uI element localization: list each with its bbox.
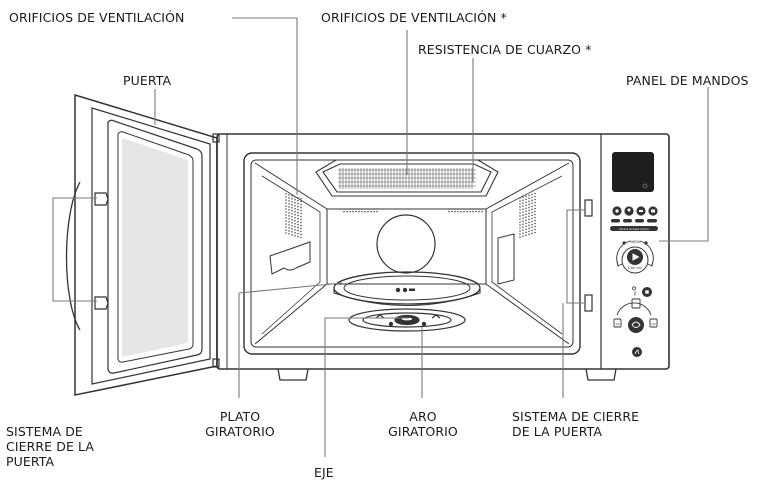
quartz-heater-grid	[338, 168, 476, 189]
label-quartz-heater: RESISTENCIA DE CUARZO *	[418, 42, 592, 57]
leader-lines	[52, 17, 709, 457]
steam-icon	[634, 349, 640, 355]
oven-cavity	[243, 152, 581, 355]
turntable-logo-icon	[395, 287, 415, 293]
cabinet	[216, 133, 670, 370]
counter-right-text: 1|2	[651, 322, 656, 326]
quick-select-cluster[interactable]	[613, 298, 658, 333]
door-lock-slots	[584, 199, 593, 312]
door	[65, 93, 218, 396]
door-latch-hooks	[94, 192, 109, 310]
stop-button[interactable]	[632, 286, 652, 297]
mode-pill-buttons[interactable]	[611, 219, 657, 223]
key-icon	[632, 286, 636, 296]
play-icon	[632, 253, 640, 261]
dial-time-text: 1:00 min	[628, 266, 643, 270]
start-dial[interactable]: 1:00 min MENU	[616, 240, 654, 274]
counter-left-text: 1|2	[615, 322, 620, 326]
steam-button[interactable]	[632, 347, 642, 357]
label-vents-top: ORIFICIOS DE VENTILACIÓN *	[321, 10, 507, 25]
label-door: PUERTA	[123, 73, 172, 88]
function-buttons[interactable]	[612, 206, 658, 216]
label-door-lock-left: SISTEMA DE CIERRE DE LA PUERTA	[6, 424, 95, 469]
label-rotating-ring: ARO GIRATORIO	[388, 409, 458, 439]
door-glass	[122, 138, 188, 357]
dial-menu-text: MENU	[630, 240, 641, 244]
label-shaft: EJE	[314, 465, 334, 480]
label-turntable: PLATO GIRATORIO	[205, 409, 275, 439]
direct-access-text: Direct access menu	[619, 227, 649, 231]
label-vents-left: ORIFICIOS DE VENTILACIÓN	[9, 10, 185, 25]
function-button-icons	[615, 208, 655, 213]
label-control-panel: PANEL DE MANDOS	[626, 73, 749, 88]
display-screen	[612, 152, 654, 192]
label-door-lock-right: SISTEMA DE CIERRE DE LA PUERTA	[512, 409, 640, 439]
ventilation-holes	[285, 192, 536, 239]
quartz-heater	[315, 159, 499, 197]
stop-icon	[645, 290, 649, 294]
cabinet-feet	[277, 368, 617, 381]
door-hinges	[212, 133, 220, 368]
turntable-plate	[333, 271, 481, 306]
direct-access-bar	[610, 226, 658, 231]
rotating-ring	[348, 308, 466, 332]
control-panel: Direct access menu 1:00 min MENU	[610, 152, 658, 357]
